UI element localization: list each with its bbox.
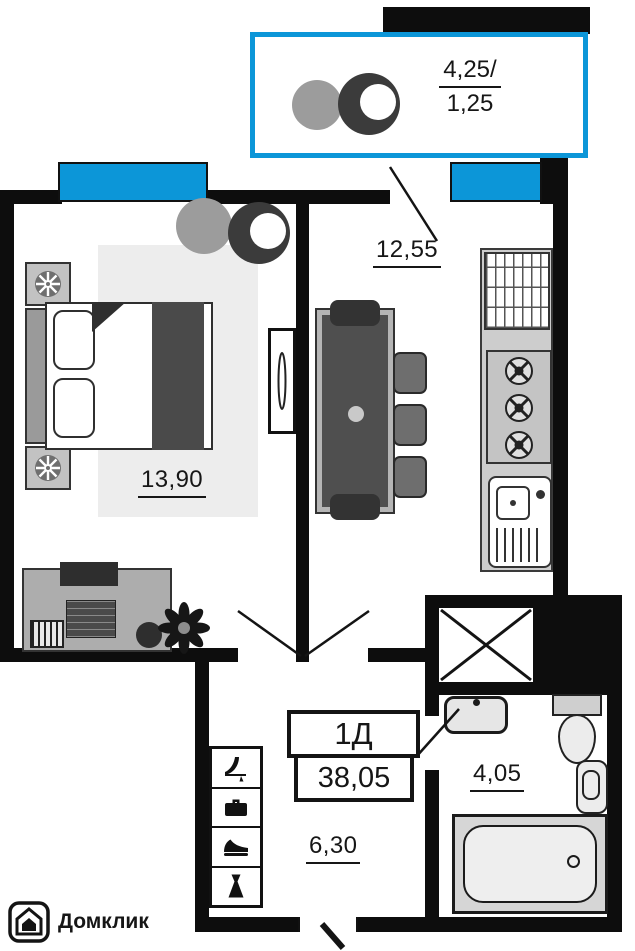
wall-kitchen-bottom <box>368 648 430 662</box>
wall-hall-left <box>195 648 209 932</box>
nightstand-bottom <box>25 446 71 490</box>
plant-icon <box>158 602 210 654</box>
pillow <box>53 310 95 370</box>
stove <box>486 350 552 464</box>
sheet-fold <box>92 302 126 332</box>
balcony-area-full: 4,25/ <box>439 56 501 88</box>
closet-cell <box>212 789 260 828</box>
bedside-lamp-icon <box>35 271 61 297</box>
wardrobe <box>268 328 296 434</box>
desk-radiator <box>30 620 64 648</box>
apartment-type-box: 1Д <box>287 710 420 758</box>
dining-chair-side <box>393 352 427 394</box>
entrance-doorway <box>298 917 358 932</box>
sink-drain <box>510 500 516 506</box>
dress-icon <box>228 874 244 898</box>
desk-monitor <box>60 562 118 586</box>
balcony-door-swing <box>388 166 439 242</box>
wall-left <box>0 190 14 662</box>
sink-faucet <box>536 490 545 499</box>
wardrobe-handle <box>277 352 287 410</box>
hall-closet <box>209 746 263 908</box>
dining-table <box>315 308 395 514</box>
closet-cell <box>212 868 260 906</box>
dining-chair-head <box>330 300 380 326</box>
logo-text: Домклик <box>58 910 149 933</box>
dining-chair-side <box>393 456 427 498</box>
desk <box>22 562 172 652</box>
hallway-area-label: 6,30 <box>306 832 361 864</box>
sink-basin <box>496 486 530 520</box>
desk-chair <box>136 622 162 648</box>
window-bedroom <box>58 162 208 202</box>
pouf <box>176 198 232 254</box>
toilet-bowl <box>558 714 596 764</box>
armchair <box>228 202 290 264</box>
balcony-chair-seat <box>360 84 396 120</box>
bedroom-door-swing <box>237 609 302 658</box>
table-center-detail <box>348 406 364 422</box>
bath-basin <box>576 760 608 814</box>
closet-cell <box>212 828 260 868</box>
dining-chair-foot <box>330 494 380 520</box>
wall-top-left <box>0 190 62 204</box>
balcony-table <box>292 80 342 130</box>
window-kitchen <box>450 162 542 202</box>
total-area-box: 38,05 <box>294 754 414 802</box>
closet-cell <box>212 749 260 789</box>
kitchen-door-swing <box>304 609 370 658</box>
toilet-tank <box>552 694 602 716</box>
nightstand-top <box>25 262 71 306</box>
wall-bottom-right <box>358 917 622 932</box>
bathtub-drain <box>567 855 580 868</box>
dining-chair-side <box>393 404 427 446</box>
bathtub <box>452 814 608 914</box>
balcony-chair <box>338 73 400 135</box>
wall-top-mid <box>205 190 390 204</box>
balcony-area-label: 4,25/ 1,25 <box>418 56 522 118</box>
wall-bottom-left <box>195 917 298 932</box>
balcony-area-counted: 1,25 <box>446 90 494 117</box>
bath-vanity <box>444 696 508 734</box>
desk-keyboard <box>66 600 116 638</box>
apartment-type: 1Д <box>334 716 373 751</box>
briefcase-icon <box>225 799 247 817</box>
sneaker-icon <box>224 839 248 856</box>
wall-divider <box>296 204 309 662</box>
wall-right-upper <box>553 158 568 610</box>
pillow <box>53 378 95 438</box>
bed-headboard <box>25 308 47 444</box>
bed <box>45 302 213 450</box>
stove-burner-icon <box>505 431 533 459</box>
bathroom-area-label: 4,05 <box>470 760 525 792</box>
stove-burner-icon <box>505 357 533 385</box>
wall-right-lower <box>607 598 622 932</box>
house-logo-icon <box>8 901 50 943</box>
bedroom-area-label: 13,90 <box>138 466 207 498</box>
total-area: 38,05 <box>317 761 391 794</box>
sink-drainboard <box>496 528 544 562</box>
vanity-faucet <box>473 699 480 706</box>
domclick-logo: Домклик <box>8 901 149 943</box>
armchair-seat <box>250 213 286 249</box>
kitchen-sink <box>488 476 552 568</box>
wall-bath-left-lower <box>425 770 439 932</box>
stove-burner-icon <box>505 394 533 422</box>
basin-bowl <box>582 770 600 800</box>
high-heel-icon <box>225 756 246 782</box>
blanket <box>152 302 204 450</box>
kitchen-area-label: 12,55 <box>373 236 442 268</box>
bedside-lamp-icon <box>35 455 61 481</box>
balcony-top-wall <box>383 7 590 34</box>
kitchen-cabinet-grate <box>484 252 550 330</box>
wall-bath-left-upper <box>425 686 439 716</box>
vent-shaft-icon <box>439 608 533 682</box>
